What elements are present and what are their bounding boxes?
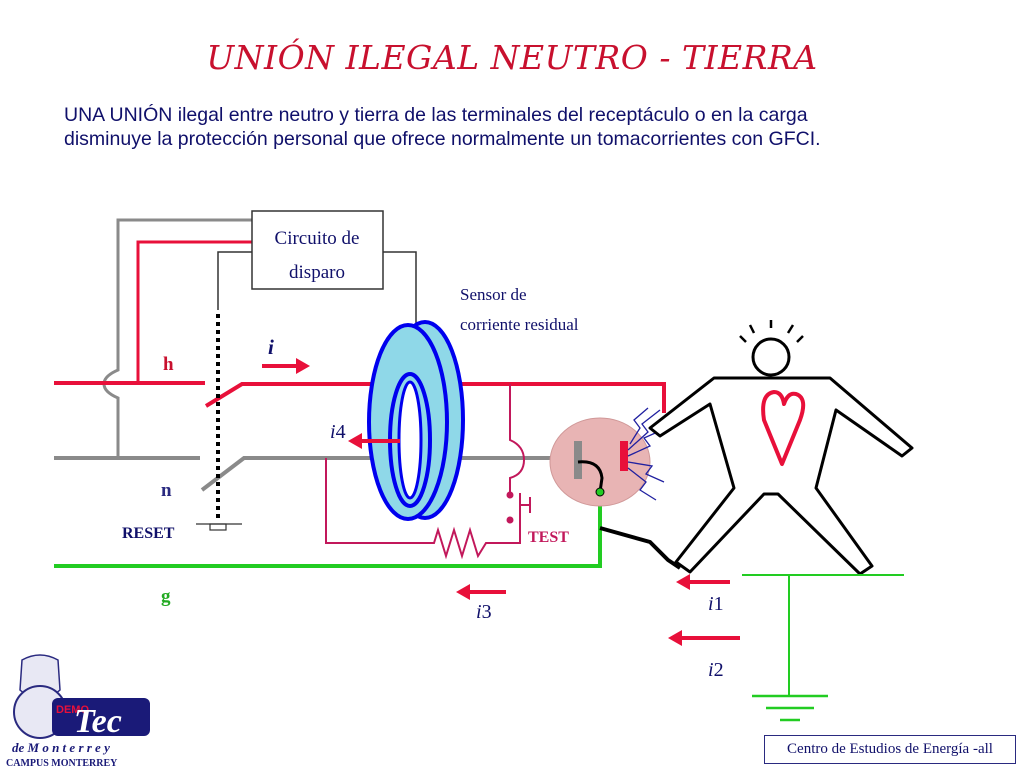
ground-conductor [54,492,602,568]
current-i4-symbol: i [330,421,336,443]
trip-circuit-label-1: Circuito de [275,228,360,249]
arrow-i3 [456,584,506,600]
footer-credit: Centro de Estudios de Energía -all [764,735,1016,764]
ground-label: g [161,586,171,607]
current-i2-label: i2 [708,659,724,681]
test-circuit [325,458,521,560]
toroid-hole [397,380,423,500]
reset-button-icon[interactable] [209,523,227,531]
neutral-tap-wire [102,218,252,458]
arrow-i [262,358,310,374]
current-i3-index: 3 [482,601,492,623]
arrow-i4 [348,433,400,449]
current-i2-index: 2 [714,659,724,681]
intro-text: UNA UNIÓN ilegal entre neutro y tierra d… [64,103,964,151]
sensor-label-1: Sensor de [460,285,527,304]
logo-line-1: de M o n t e r r e y [12,740,110,755]
earth-line [742,574,904,696]
test-label: TEST [528,529,569,546]
heart-icon [761,390,806,466]
neutral-label: n [161,480,172,501]
current-i1-symbol: i [708,593,714,615]
current-i3-label: i3 [476,601,492,623]
current-i1-label: i1 [708,593,724,615]
logo-demo: DEMO [56,704,89,716]
receptacle-hot-slot [620,441,628,471]
person-head [751,337,791,377]
sensor-label-2: corriente residual [460,315,579,334]
trip-wire-left [217,251,252,310]
test-loop [509,384,526,492]
foot-lead [599,526,682,570]
arrow-i1 [676,574,730,590]
person-head-rays [739,320,804,343]
current-i4-index: 4 [336,421,346,443]
intro-line-1: UNA UNIÓN ilegal entre neutro y tierra d… [64,104,808,126]
earth-symbol-icon [752,694,828,722]
ground-terminal [595,487,605,497]
intro-line-2: disminuye la protección personal que ofr… [64,128,821,150]
logo-mark: Tec [74,703,122,740]
page-title: UNIÓN ILEGAL NEUTRO - TIERRA [206,38,818,77]
trip-wire-right [383,251,417,330]
tec-logo: DEMO Tec de M o n t e r r e y CAMPUS MON… [6,654,150,768]
test-contact-top [506,491,514,499]
trip-circuit-box [251,210,384,290]
reset-label: RESET [122,525,175,542]
current-i-label: i [268,335,274,359]
current-i1-index: 1 [714,593,724,615]
logo-line-2: CAMPUS MONTERREY [6,758,118,768]
trip-circuit-label-2: disparo [289,262,345,283]
neutral-conductor [54,456,574,492]
hot-tap-wire [136,240,252,383]
test-button-icon[interactable] [519,493,531,518]
hot-conductor [54,381,666,413]
hot-label: h [163,354,174,375]
current-i2-symbol: i [708,659,714,681]
test-contact-bottom [506,516,514,524]
spark-lines [627,407,665,501]
arrow-i2 [668,630,740,646]
logo-plate [52,698,150,736]
current-i4-label: i4 [330,421,346,443]
person-body [648,376,914,576]
receptacle[interactable] [549,417,651,507]
receptacle-neutral-slot [574,441,582,479]
current-i3-symbol: i [476,601,482,623]
illegal-bond-wire [577,460,604,493]
